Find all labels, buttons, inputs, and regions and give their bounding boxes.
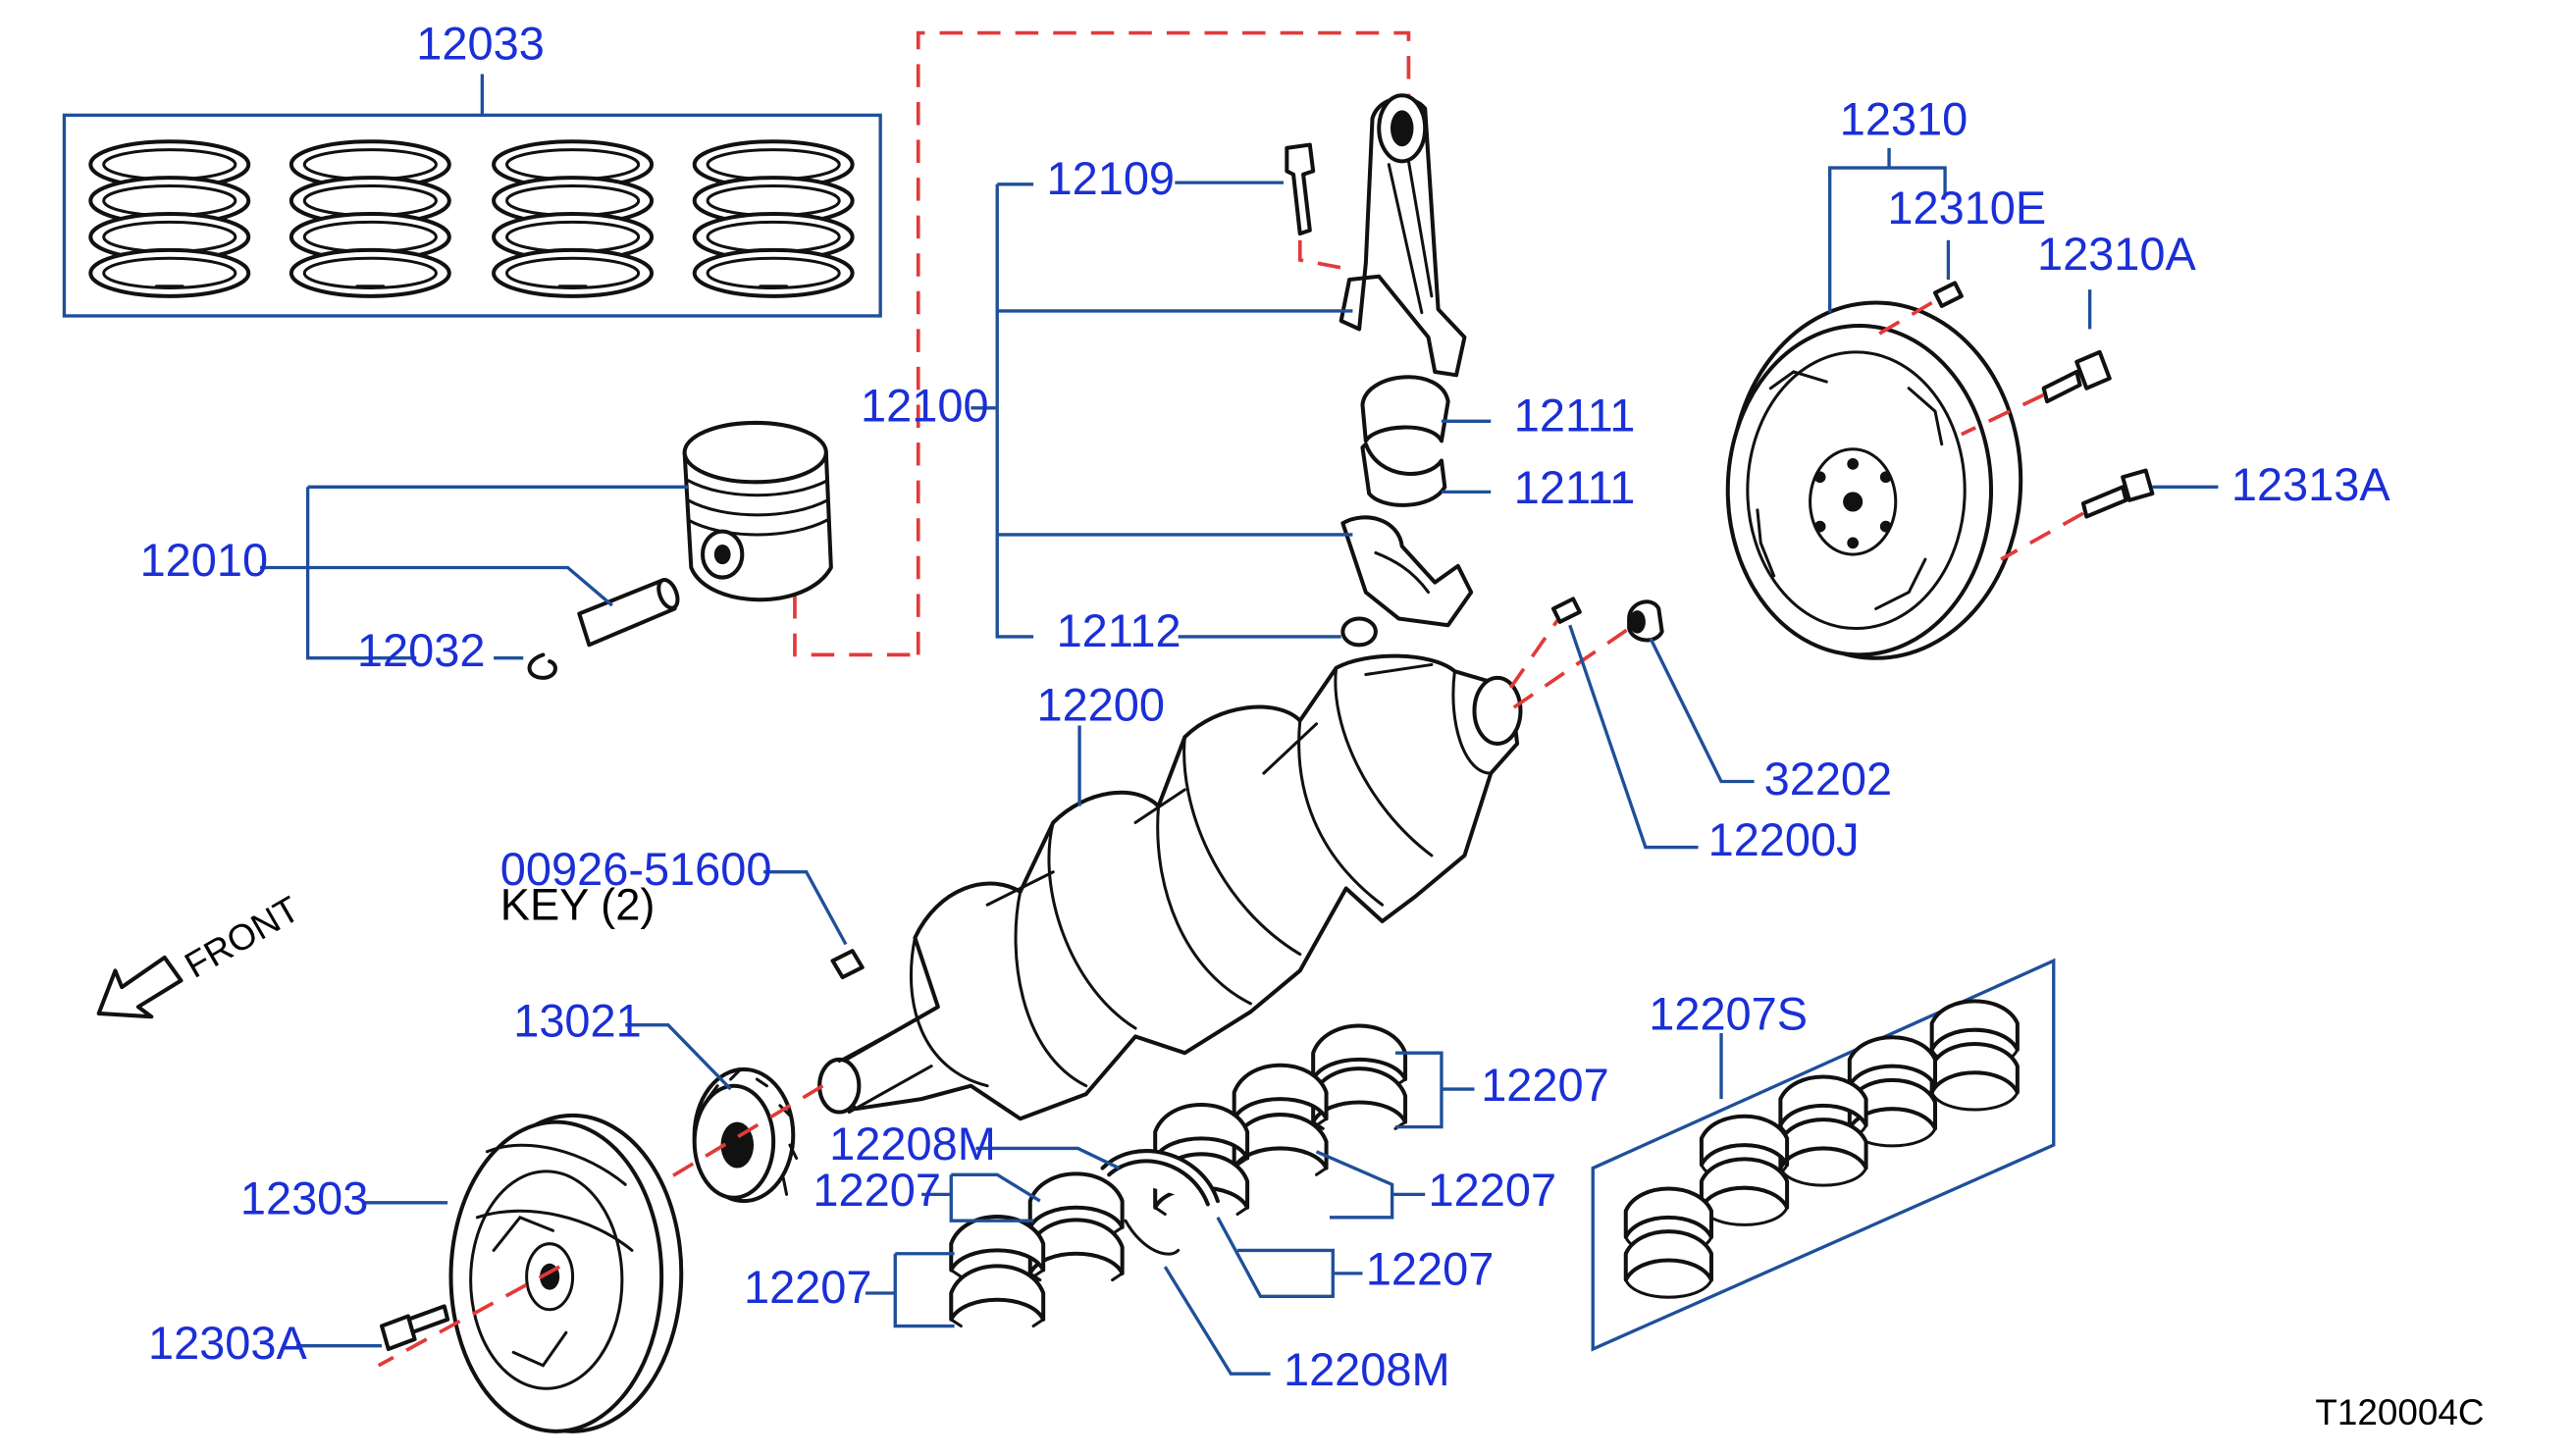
label-thrust-washer-lower: 12208M [1284,1343,1450,1395]
label-woodruff-key-qty: KEY (2) [500,879,656,929]
snap-ring [527,652,557,680]
label-rod-bearing-upper: 12111 [1514,389,1636,441]
main-bearing-set [1591,958,2056,1352]
label-main-bearing-a: 12207 [1481,1059,1609,1111]
flywheel-bolt [2041,349,2112,404]
alignment-line-rings [916,30,1411,655]
label-piston-rings: 12033 [416,17,545,69]
pulley-bolt [380,1304,450,1352]
piston [682,420,833,602]
connecting-rod [1338,93,1467,378]
drawing-code: T120004C [2315,1392,2484,1432]
label-pulley-bolt: 12303A [148,1317,308,1369]
label-crankshaft: 12200 [1036,678,1165,730]
rod-bearing-lower [1360,442,1447,507]
label-flywheel-bolt-2: 12313A [2231,458,2391,510]
label-flywheel: 12310 [1840,93,1968,145]
crankshaft [817,653,1523,1121]
rod-nut [1340,616,1378,648]
label-main-bearing-d: 12207 [813,1164,941,1216]
piston-ring-set [62,74,882,318]
woodruff-key [830,949,865,980]
rod-cap [1340,515,1474,628]
label-rod-bearing-lower: 12111 [1514,461,1636,513]
label-main-bearing-c: 12207 [1366,1243,1495,1295]
label-pilot-bushing: 32202 [1764,753,1893,805]
label-main-bearing-e: 12207 [744,1261,872,1313]
label-thrust-washer-upper: 12208M [829,1118,996,1170]
label-piston: 12010 [140,534,269,586]
crank-sprocket [692,1066,799,1204]
crank-pulley [448,1113,684,1433]
flywheel-dowel [1932,281,1964,308]
label-flywheel-dowel: 12310E [1887,182,2046,234]
label-woodruff-key: 00926-51600 [500,843,772,895]
pilot-bushing [1627,599,1664,643]
label-crank-sprocket: 13021 [513,994,642,1046]
crank-pin [1550,597,1582,624]
rod-bearing-upper [1360,375,1450,443]
thrust-washers [1100,1149,1220,1256]
label-snap-ring: 12032 [357,624,486,676]
flywheel-bolt-2 [2080,468,2155,519]
label-connecting-rod: 12100 [861,379,989,431]
front-arrow-icon [96,955,184,1019]
label-crank-pin: 12200J [1708,813,1860,865]
label-main-bearing-set: 12207S [1649,988,1808,1040]
label-flywheel-bolt: 12310A [2037,228,2197,280]
flywheel [1725,300,2023,660]
front-direction-label: FRONT [178,889,305,986]
label-crank-pulley: 12303 [240,1172,369,1224]
label-rod-bolt: 12109 [1047,152,1176,204]
rod-bolt [1285,142,1316,236]
piston-pin [577,577,680,648]
label-rod-nut: 12112 [1057,604,1181,656]
label-main-bearing-b: 12207 [1429,1164,1557,1216]
